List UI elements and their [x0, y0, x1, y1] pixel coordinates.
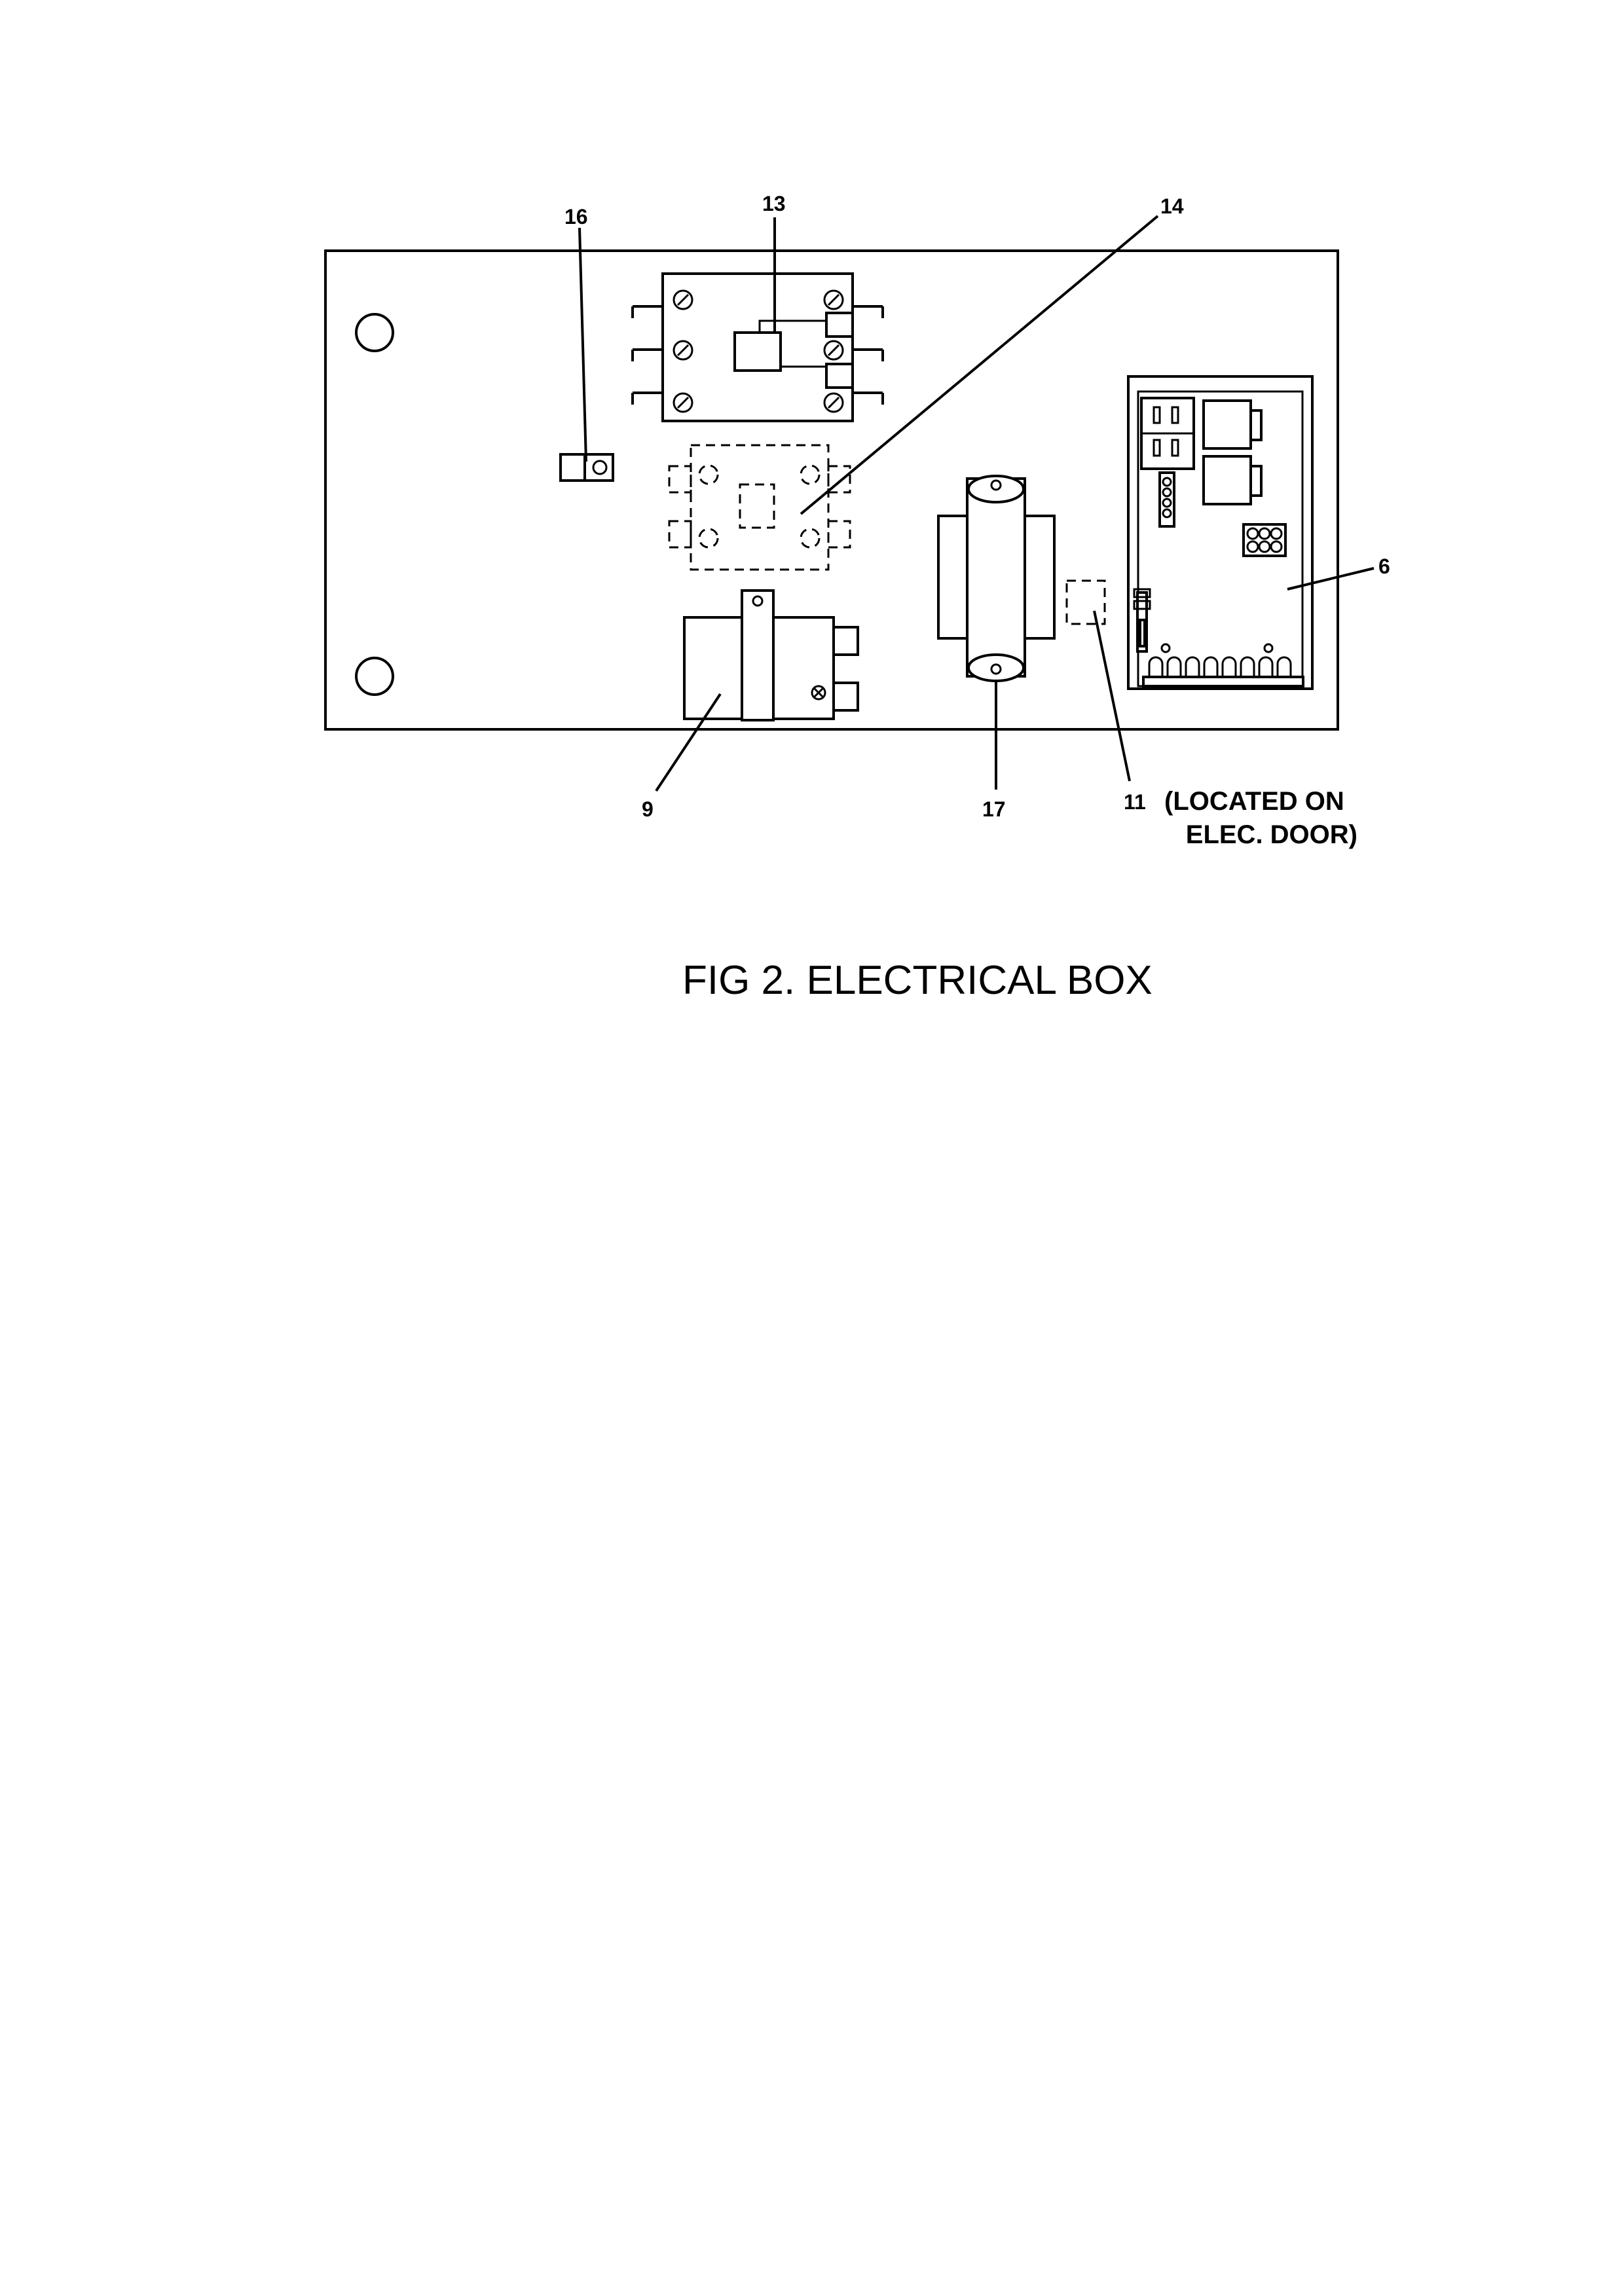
contactor-13 — [631, 272, 884, 422]
leader-16 — [578, 227, 587, 462]
leader-6 — [1287, 567, 1375, 591]
leader-14 — [800, 215, 1159, 515]
back-panel — [324, 249, 1339, 731]
callout-14: 14 — [1160, 194, 1184, 218]
callout-9: 9 — [642, 797, 654, 821]
callout-17: 17 — [982, 797, 1006, 821]
callout-11: 11 — [1124, 790, 1146, 814]
callout-13: 13 — [762, 192, 786, 215]
leader-11 — [1093, 610, 1131, 782]
location-note-line2: ELEC. DOOR) — [1186, 820, 1357, 849]
capacitor-9 — [683, 589, 859, 721]
mounting-hole-bottom — [355, 657, 394, 696]
control-board-6 — [1127, 375, 1314, 690]
door-component-11-dashed — [1065, 579, 1106, 625]
figure-caption: FIG 2. ELECTRICAL BOX — [682, 958, 1153, 1003]
location-note-line1: (LOCATED ON — [1164, 787, 1344, 816]
callout-6: 6 — [1378, 555, 1390, 578]
callout-16: 16 — [564, 205, 588, 228]
relay-14-dashed — [668, 444, 851, 571]
mounting-hole-top — [355, 313, 394, 352]
leader-9 — [655, 693, 722, 792]
transformer-17 — [937, 475, 1056, 682]
